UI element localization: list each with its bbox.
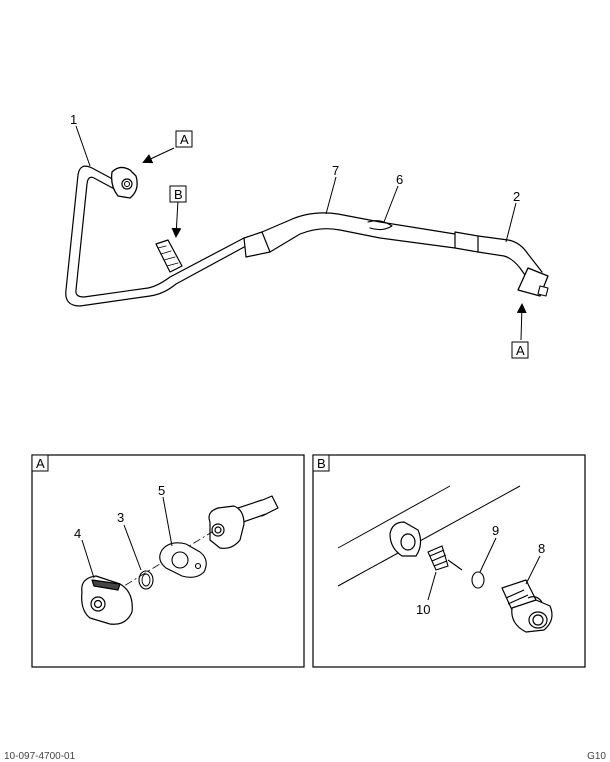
hose-middle-top xyxy=(261,212,456,235)
sleeve-right xyxy=(454,231,479,253)
detail-b-tube xyxy=(337,485,521,587)
callout-3: 3 xyxy=(117,510,124,525)
o-ring-b xyxy=(471,571,485,589)
o-ring xyxy=(138,570,154,590)
detail-panel-b: B xyxy=(312,454,586,668)
ref-box-b-top: B xyxy=(169,185,187,203)
callout-1: 1 xyxy=(70,112,77,127)
callout-4: 4 xyxy=(74,526,81,541)
service-valve xyxy=(155,239,183,273)
callout-2: 2 xyxy=(513,189,520,204)
callout-10: 10 xyxy=(416,602,430,617)
detail-panel-a: A xyxy=(31,454,305,668)
detail-b-port xyxy=(389,521,422,557)
gasket xyxy=(159,542,207,578)
right-fitting-nipple xyxy=(537,285,549,297)
callout-6: 6 xyxy=(396,172,403,187)
sleeve-left xyxy=(243,231,271,258)
callout-8: 8 xyxy=(538,541,545,556)
svg-text:A: A xyxy=(36,456,45,471)
hose-clamp xyxy=(367,220,393,231)
detail-a-fitting xyxy=(208,495,279,549)
drawing-number: 10-097-4700-01 xyxy=(4,751,76,762)
ac-hose-assembly xyxy=(65,165,549,307)
leader-lines xyxy=(75,125,527,341)
valve-core xyxy=(427,545,463,571)
svg-text:A: A xyxy=(516,343,525,358)
ref-box-a-right: A xyxy=(511,341,529,359)
tube-right-top xyxy=(477,235,543,273)
pressure-switch xyxy=(501,579,553,633)
tube-outline-outer xyxy=(65,165,247,307)
svg-text:B: B xyxy=(317,456,326,471)
figure-code: G10 xyxy=(587,751,606,762)
svg-text:B: B xyxy=(174,187,183,202)
expansion-valve-block xyxy=(81,575,133,625)
hose-middle-bottom xyxy=(269,228,456,253)
callout-9: 9 xyxy=(492,523,499,538)
tube-outline-inner xyxy=(75,176,245,298)
callout-7: 7 xyxy=(332,163,339,178)
callout-5: 5 xyxy=(158,483,165,498)
svg-text:A: A xyxy=(180,132,189,147)
left-fitting-port xyxy=(121,178,133,190)
ref-box-a-top: A xyxy=(175,130,193,148)
tube-right-bottom xyxy=(477,251,531,283)
